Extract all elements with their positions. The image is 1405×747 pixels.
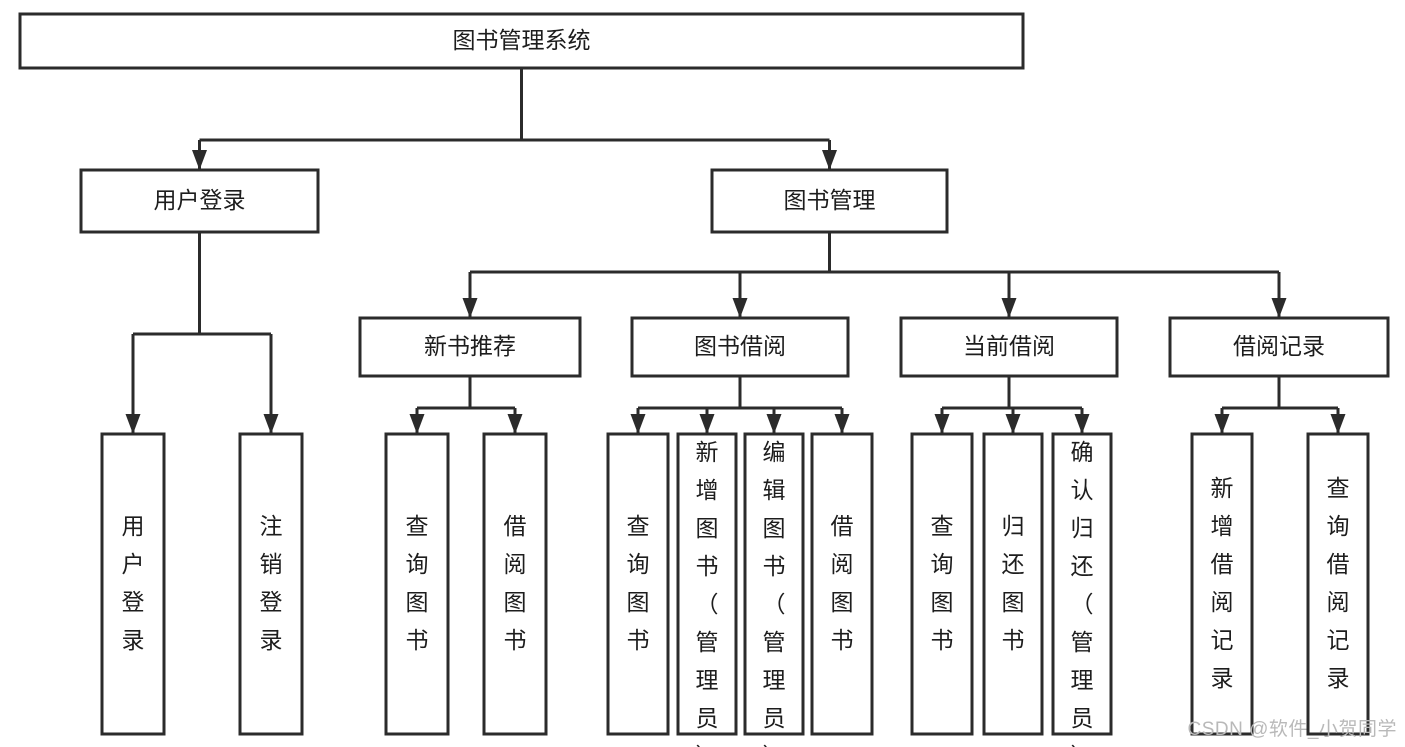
node-box-book-borrow <box>630 316 850 378</box>
node-box-leaf-query-book-1 <box>384 432 450 736</box>
node-leaf-borrow-book-1[interactable]: 借阅图书 <box>482 432 548 736</box>
arrow-head-icon <box>766 414 782 434</box>
node-label-new-book-recommend: 新书推荐 <box>424 333 516 359</box>
arrow-head-icon <box>507 414 523 434</box>
node-leaf-query-book-2[interactable]: 查询图书 <box>606 432 670 736</box>
node-label-leaf-logout: 注销登录 <box>260 513 283 653</box>
node-current-borrow[interactable]: 当前借阅 <box>899 316 1119 378</box>
arrow-head-icon <box>125 414 141 434</box>
arrow-head-icon <box>732 298 748 318</box>
node-label-leaf-borrow-book-2: 借阅图书 <box>831 513 854 653</box>
node-leaf-user-login[interactable]: 用户登录 <box>100 432 166 736</box>
node-leaf-query-book-1[interactable]: 查询图书 <box>384 432 450 736</box>
node-box-leaf-user-login <box>100 432 166 736</box>
node-leaf-return-book[interactable]: 归还图书 <box>982 432 1044 736</box>
node-new-book-recommend[interactable]: 新书推荐 <box>358 316 582 378</box>
node-label-leaf-query-record: 查询借阅记录 <box>1327 475 1350 691</box>
node-box-new-book-recommend <box>358 316 582 378</box>
node-label-leaf-confirm-return: 确认归还（管理员） <box>1071 439 1094 747</box>
node-borrow-record[interactable]: 借阅记录 <box>1168 316 1390 378</box>
node-label-leaf-query-book-1: 查询图书 <box>406 513 429 653</box>
arrow-head-icon <box>1001 298 1017 318</box>
arrow-head-icon <box>699 414 715 434</box>
arrow-head-icon <box>1214 414 1230 434</box>
node-box-root <box>18 12 1025 70</box>
node-label-leaf-query-book-2: 查询图书 <box>627 513 650 653</box>
node-leaf-query-record[interactable]: 查询借阅记录 <box>1306 432 1370 736</box>
node-leaf-borrow-book-2[interactable]: 借阅图书 <box>810 432 874 736</box>
arrow-head-icon <box>409 414 425 434</box>
arrow-head-icon <box>630 414 646 434</box>
node-user-login[interactable]: 用户登录 <box>79 168 320 234</box>
node-leaf-query-book-3[interactable]: 查询图书 <box>910 432 974 736</box>
node-label-borrow-record: 借阅记录 <box>1233 333 1325 359</box>
arrow-head-icon <box>834 414 850 434</box>
node-leaf-add-book[interactable]: 新增图书（管理员） <box>676 432 738 747</box>
connector-layer <box>125 68 1346 434</box>
node-box-leaf-borrow-book-2 <box>810 432 874 736</box>
arrow-head-icon <box>462 298 478 318</box>
node-box-leaf-return-book <box>982 432 1044 736</box>
node-label-leaf-query-book-3: 查询图书 <box>931 513 954 653</box>
node-label-leaf-borrow-book-1: 借阅图书 <box>504 513 527 653</box>
node-label-leaf-return-book: 归还图书 <box>1002 513 1025 653</box>
node-box-leaf-query-book-3 <box>910 432 974 736</box>
node-book-manage[interactable]: 图书管理 <box>710 168 949 234</box>
node-label-leaf-add-record: 新增借阅记录 <box>1211 475 1234 691</box>
node-label-leaf-user-login: 用户登录 <box>122 513 145 653</box>
node-box-current-borrow <box>899 316 1119 378</box>
arrow-head-icon <box>263 414 279 434</box>
node-label-root: 图书管理系统 <box>453 27 591 53</box>
arrow-head-icon <box>934 414 950 434</box>
arrow-head-icon <box>192 150 207 170</box>
node-leaf-logout[interactable]: 注销登录 <box>238 432 304 736</box>
arrow-head-icon <box>822 150 837 170</box>
node-box-user-login <box>79 168 320 234</box>
node-box-borrow-record <box>1168 316 1390 378</box>
node-box-leaf-edit-book <box>743 432 805 736</box>
node-leaf-confirm-return[interactable]: 确认归还（管理员） <box>1051 432 1113 747</box>
node-leaf-edit-book[interactable]: 编辑图书（管理员） <box>743 432 805 747</box>
node-root[interactable]: 图书管理系统 <box>18 12 1025 70</box>
node-box-leaf-borrow-book-1 <box>482 432 548 736</box>
node-label-book-borrow: 图书借阅 <box>694 333 786 359</box>
arrow-head-icon <box>1330 414 1346 434</box>
arrow-head-icon <box>1005 414 1021 434</box>
node-label-leaf-edit-book: 编辑图书（管理员） <box>763 439 786 747</box>
node-label-current-borrow: 当前借阅 <box>963 333 1055 359</box>
node-box-leaf-add-record <box>1190 432 1254 736</box>
arrow-head-icon <box>1271 298 1287 318</box>
node-book-borrow[interactable]: 图书借阅 <box>630 316 850 378</box>
node-layer: 图书管理系统用户登录图书管理新书推荐图书借阅当前借阅借阅记录用户登录注销登录查询… <box>18 12 1390 747</box>
node-box-leaf-query-book-2 <box>606 432 670 736</box>
arrow-head-icon <box>1074 414 1090 434</box>
node-box-book-manage <box>710 168 949 234</box>
node-box-leaf-confirm-return <box>1051 432 1113 736</box>
node-box-leaf-query-record <box>1306 432 1370 736</box>
node-label-book-manage: 图书管理 <box>784 187 876 213</box>
node-box-leaf-logout <box>238 432 304 736</box>
node-label-user-login: 用户登录 <box>154 187 246 213</box>
node-leaf-add-record[interactable]: 新增借阅记录 <box>1190 432 1254 736</box>
node-label-leaf-add-book: 新增图书（管理员） <box>696 439 719 747</box>
node-box-leaf-add-book <box>676 432 738 736</box>
